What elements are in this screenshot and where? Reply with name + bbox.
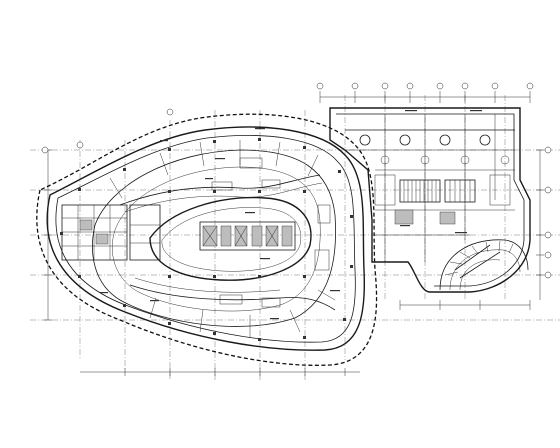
right-podium-block [329,107,531,293]
structural-columns [60,138,353,341]
dimension-chain-top [316,82,534,103]
building-outline [46,126,366,351]
curved-ramp [439,239,529,291]
dimension-chain-bottom [80,300,531,376]
central-core [199,221,296,251]
left-wing-rooms [61,204,161,261]
annotation-marks [100,110,482,320]
site-boundary-dashed [36,113,378,366]
dimension-chain-right [536,146,552,300]
ring-partitions [109,140,336,338]
